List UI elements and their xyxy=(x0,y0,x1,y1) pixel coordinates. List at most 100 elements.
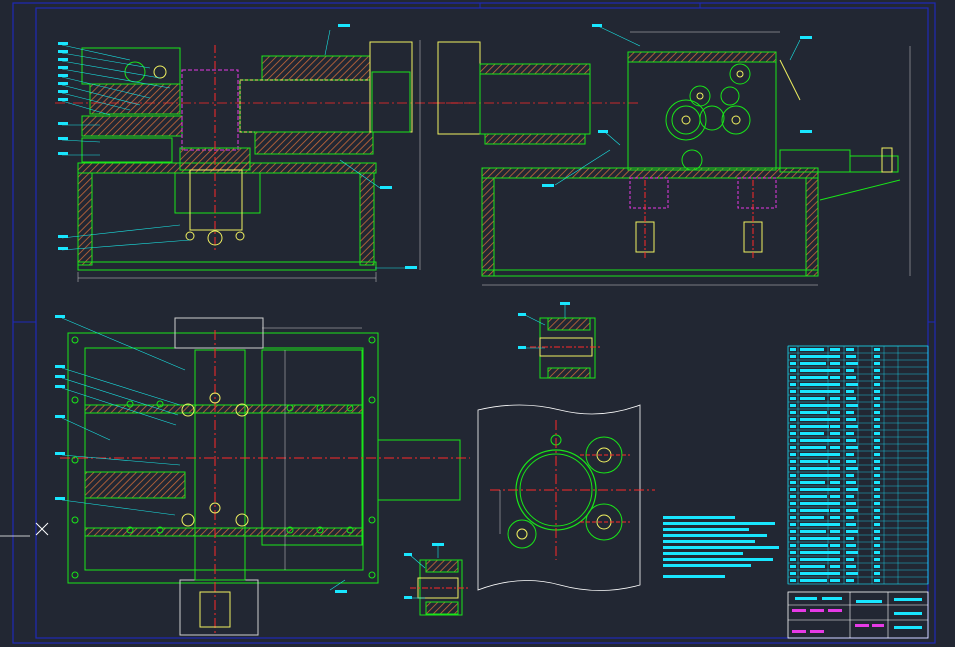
bom-cell-text xyxy=(846,348,854,351)
bom-cell-text xyxy=(830,404,840,407)
bom-cell-text xyxy=(846,404,858,407)
bom-cell-text xyxy=(846,502,856,505)
bom-cell-text xyxy=(846,488,858,491)
bom-cell-text xyxy=(846,383,858,386)
bom-cell-text xyxy=(790,537,796,540)
bom-cell-text xyxy=(846,425,858,428)
bom-cell-text xyxy=(790,446,796,449)
bom-cell-text xyxy=(874,355,880,358)
bom-cell-text xyxy=(800,362,826,365)
bom-cell-text xyxy=(800,579,827,582)
bom-cell-text xyxy=(846,439,856,442)
bom-cell-text xyxy=(790,369,796,372)
bom-cell-text xyxy=(790,565,796,568)
bom-cell-text xyxy=(790,425,796,428)
bom-cell-text xyxy=(800,348,824,351)
bom-cell-text xyxy=(874,348,880,351)
bom-cell-text xyxy=(874,572,880,575)
bom-cell-text xyxy=(830,446,840,449)
bom-cell-text xyxy=(846,411,854,414)
bom-cell-text xyxy=(830,572,840,575)
bom-cell-text xyxy=(846,481,856,484)
plan-view[interactable] xyxy=(55,315,470,636)
bom-cell-text xyxy=(790,509,796,512)
bom-cell-text xyxy=(846,390,854,393)
bom-cell-text xyxy=(790,376,796,379)
technical-notes xyxy=(663,516,779,578)
bom-cell-text xyxy=(790,516,796,519)
bom-cell-text xyxy=(846,369,854,372)
bom-cell-text xyxy=(846,397,856,400)
crosshair-x-icon xyxy=(0,522,49,537)
bill-of-materials-table[interactable] xyxy=(787,345,929,585)
bom-cell-text xyxy=(790,418,796,421)
bom-cell-text xyxy=(830,565,840,568)
bom-cell-text xyxy=(846,432,854,435)
bom-cell-text xyxy=(874,369,880,372)
bom-cell-text xyxy=(874,383,880,386)
bom-cell-text xyxy=(790,558,796,561)
bom-cell-text xyxy=(874,516,880,519)
bom-cell-text xyxy=(800,369,833,372)
bom-cell-text xyxy=(790,432,796,435)
bom-cell-text xyxy=(790,530,796,533)
bom-cell-text xyxy=(874,467,880,470)
bom-cell-text xyxy=(800,558,830,561)
bom-cell-text xyxy=(874,439,880,442)
bom-cell-text xyxy=(846,418,856,421)
bom-cell-text xyxy=(800,439,831,442)
bom-cell-text xyxy=(830,467,840,470)
bom-cell-text xyxy=(790,474,796,477)
bom-cell-text xyxy=(846,551,858,554)
bom-cell-text xyxy=(874,509,880,512)
bom-cell-text xyxy=(790,390,796,393)
bom-cell-text xyxy=(830,418,840,421)
bom-cell-text xyxy=(800,488,832,491)
bom-cell-text xyxy=(790,502,796,505)
bom-cell-text xyxy=(874,537,880,540)
bom-cell-text xyxy=(790,453,796,456)
bom-cell-text xyxy=(846,467,858,470)
bom-cell-text xyxy=(790,572,796,575)
bom-cell-text xyxy=(800,418,834,421)
front-elevation-view[interactable] xyxy=(55,24,470,282)
bom-cell-text xyxy=(790,579,796,582)
bom-cell-text xyxy=(846,446,858,449)
bom-cell-text xyxy=(874,523,880,526)
bom-cell-text xyxy=(874,544,880,547)
bom-cell-text xyxy=(830,432,840,435)
detail-gear-train[interactable] xyxy=(477,404,655,591)
bom-cell-text xyxy=(790,348,796,351)
bom-cell-text xyxy=(846,537,854,540)
bom-cell-text xyxy=(874,565,880,568)
detail-bearing-bottom[interactable] xyxy=(404,543,468,616)
bom-cell-text xyxy=(790,362,796,365)
bom-cell-text xyxy=(874,558,880,561)
bom-cell-text xyxy=(790,460,796,463)
side-elevation-view[interactable] xyxy=(430,24,911,286)
bom-cell-text xyxy=(790,523,796,526)
bom-cell-text xyxy=(830,397,840,400)
bom-cell-text xyxy=(790,495,796,498)
bom-cell-text xyxy=(846,565,856,568)
bom-cell-text xyxy=(846,579,854,582)
bom-cell-text xyxy=(830,495,840,498)
bom-cell-text xyxy=(846,544,856,547)
bom-cell-text xyxy=(830,551,840,554)
bom-cell-text xyxy=(790,439,796,442)
bom-cell-text xyxy=(874,432,880,435)
bom-cell-text xyxy=(790,397,796,400)
bom-cell-text xyxy=(846,516,854,519)
bom-cell-text xyxy=(874,488,880,491)
detail-bearing-top[interactable] xyxy=(518,302,600,379)
bom-cell-text xyxy=(800,537,833,540)
bom-cell-text xyxy=(800,530,826,533)
bom-cell-text xyxy=(874,418,880,421)
bom-cell-text xyxy=(846,376,856,379)
bom-cell-text xyxy=(846,530,858,533)
bom-cell-text xyxy=(830,439,840,442)
bom-cell-text xyxy=(790,488,796,491)
bom-cell-text xyxy=(830,488,840,491)
bom-cell-text xyxy=(830,523,840,526)
